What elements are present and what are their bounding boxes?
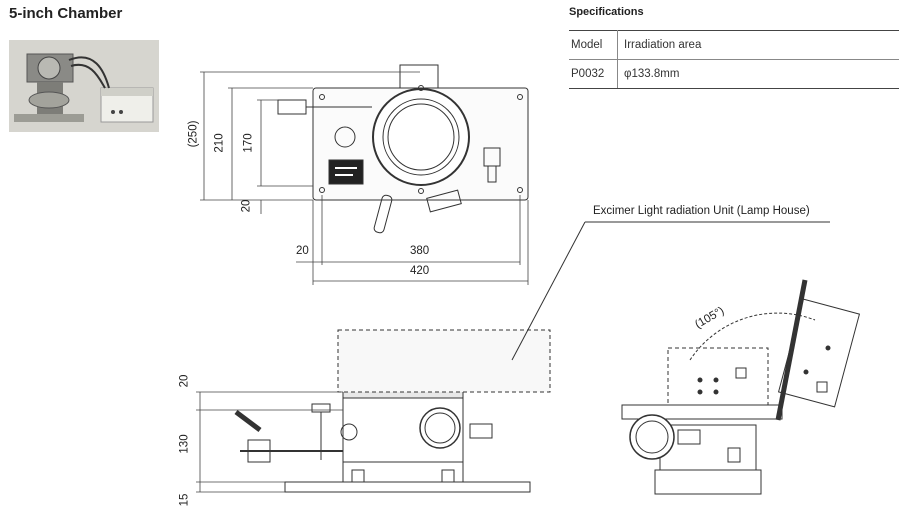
chamber-photo-image <box>9 40 159 132</box>
dimension-height-170: 170 <box>242 133 255 153</box>
dimension-bottom-20: 20 <box>240 199 253 213</box>
dimension-width-420: 420 <box>410 265 430 277</box>
top-view-drawing <box>277 64 529 234</box>
dimension-height-210: 210 <box>213 133 226 153</box>
dimension-side-top-20: 20 <box>178 374 191 388</box>
dimension-side-base-15: 15 <box>178 493 191 507</box>
cell-model: P0032 <box>569 59 618 89</box>
callout-leader-line <box>511 221 586 361</box>
dimension-width-380: 380 <box>410 245 430 257</box>
dimension-overall-height: (250) <box>187 120 200 148</box>
table-header-row: Model Irradiation area <box>569 30 899 60</box>
dimension-left-20: 20 <box>296 245 309 257</box>
product-photo <box>9 40 159 132</box>
side-view-dimension-lines <box>196 391 343 493</box>
column-header-irradiation-area: Irradiation area <box>617 30 899 60</box>
page-title: 5-inch Chamber <box>9 5 123 22</box>
side-view-drawing <box>234 329 551 493</box>
column-header-model: Model <box>569 30 618 60</box>
table-row: P0032 φ133.8mm <box>569 59 899 89</box>
specifications-table: Model Irradiation area P0032 φ133.8mm <box>569 30 899 89</box>
specifications-heading: Specifications <box>569 6 644 18</box>
cell-irradiation-area: φ133.8mm <box>617 59 899 89</box>
lamp-house-callout: Excimer Light radiation Unit (Lamp House… <box>593 205 810 217</box>
dimension-side-body-130: 130 <box>178 434 191 454</box>
top-view-dimension-lines <box>200 71 529 285</box>
front-view-drawing <box>621 279 861 495</box>
